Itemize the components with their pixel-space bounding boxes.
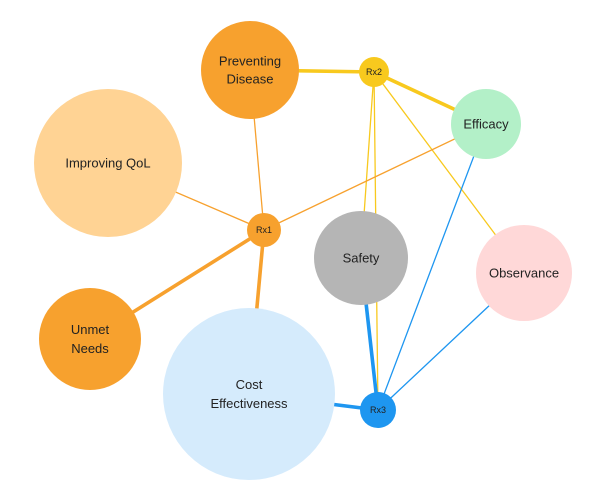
node-circle [314,211,408,305]
node-label: Observance [489,266,559,281]
node-label: Rx1 [256,225,272,235]
node-label: Rx3 [370,405,386,415]
node-label-line: Efficacy [463,117,509,132]
node-efficacy: Efficacy [451,89,521,159]
node-label-line: Cost [236,377,263,392]
node-rx3: Rx3 [360,392,396,428]
node-circle [476,225,572,321]
edge-rx1-efficacy [263,123,487,231]
node-label-line: Unmet [71,322,110,337]
node-circle [201,21,299,119]
edge-rx3-efficacy [377,123,487,411]
node-safety: Safety [314,211,408,305]
node-label-line: Disease [227,72,274,87]
node-rx1: Rx1 [247,213,281,247]
node-label-line: Effectiveness [210,396,288,411]
node-circle [360,392,396,428]
node-circle [359,57,389,87]
node-improving-qol: Improving QoL [34,89,182,237]
node-label-line: Rx2 [366,67,382,77]
node-label-line: Rx3 [370,405,386,415]
node-label-line: Safety [343,251,380,266]
node-circle [247,213,281,247]
node-circle [39,288,141,390]
node-label: Efficacy [463,117,509,132]
node-label-line: Observance [489,266,559,281]
node-label-line: Rx1 [256,225,272,235]
node-label: Rx2 [366,67,382,77]
node-observance: Observance [476,225,572,321]
node-label-line: Improving QoL [65,156,150,171]
node-circle [163,308,335,480]
node-circle [34,89,182,237]
node-label: Safety [343,251,380,266]
node-label-line: Needs [71,341,109,356]
node-label: Improving QoL [65,156,150,171]
node-circle [451,89,521,159]
node-rx2: Rx2 [359,57,389,87]
node-label-line: Preventing [219,54,281,69]
